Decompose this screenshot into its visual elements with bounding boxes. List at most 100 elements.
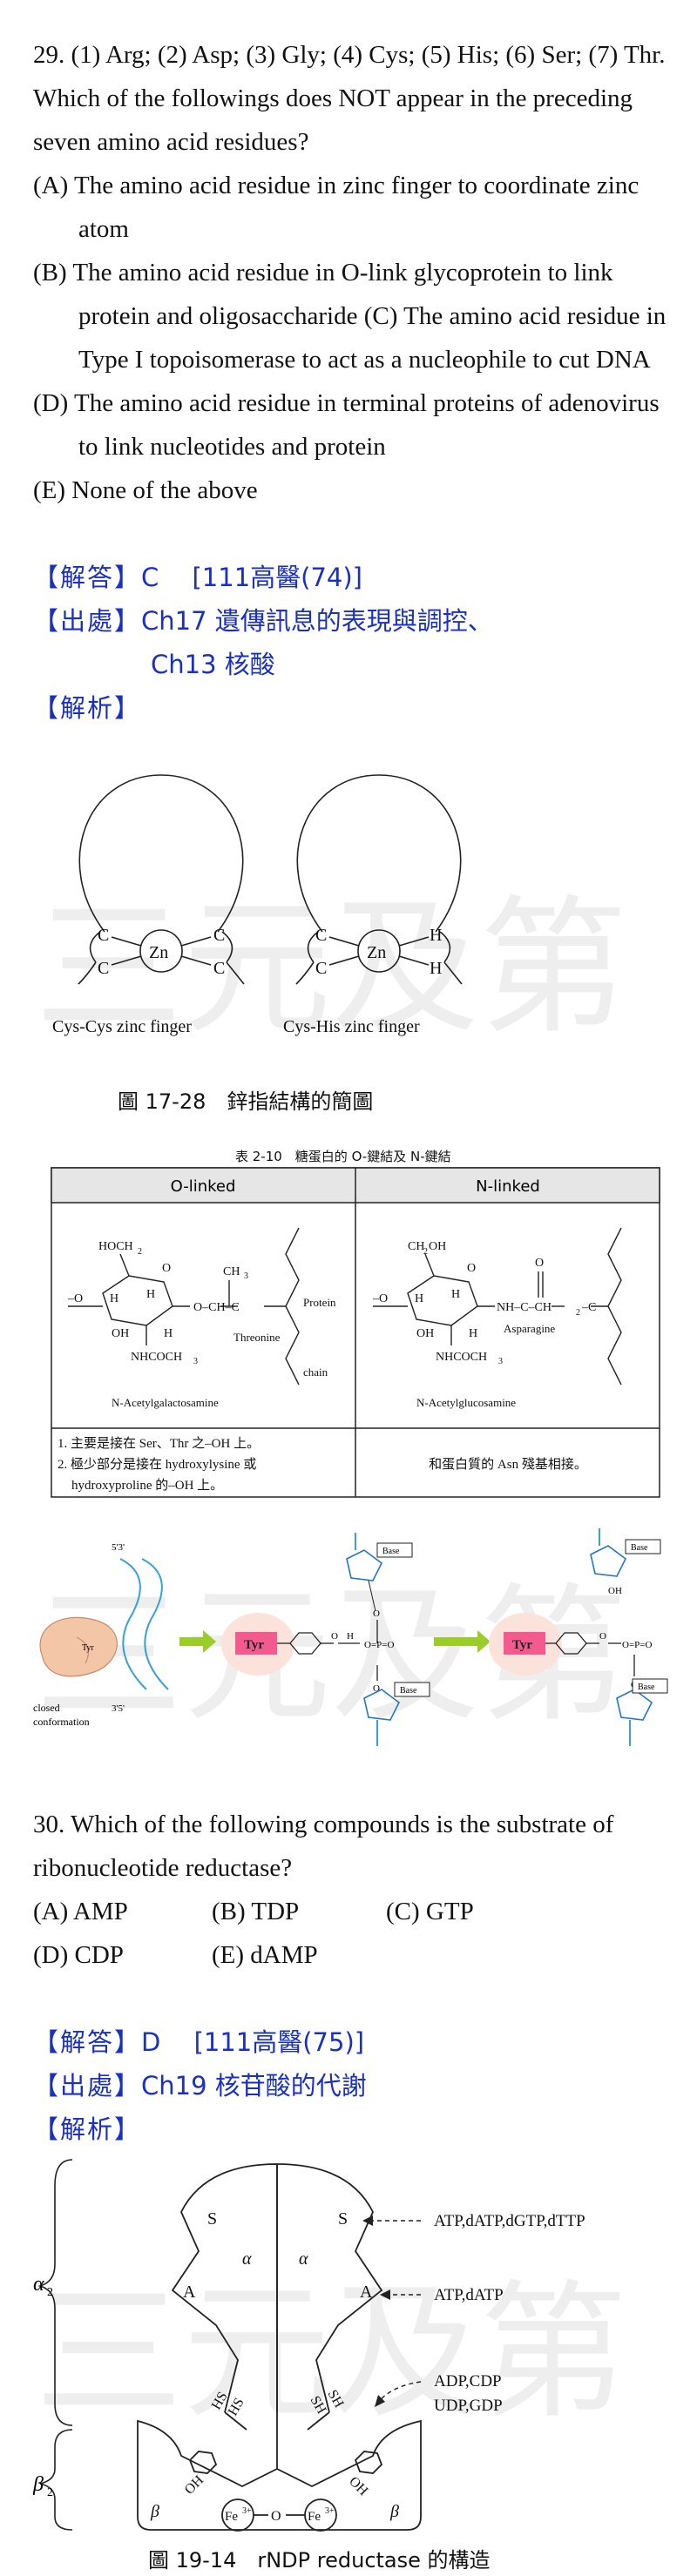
svg-text:H: H — [451, 1288, 460, 1301]
topo-conformation: conformation — [33, 1716, 90, 1728]
svg-text:O=P=O: O=P=O — [622, 1640, 652, 1650]
svg-text:2: 2 — [47, 2486, 53, 2499]
q29-answer-tag: 【解答】 — [33, 563, 142, 592]
q29-option-e: (E) None of the above — [33, 476, 258, 504]
q29-answer: C [111高醫(74)] — [141, 563, 362, 592]
question-30: 30. Which of the following compounds is … — [33, 1803, 669, 1977]
topo-base-3: Base — [631, 1543, 648, 1553]
zinc-c-label: C — [213, 959, 225, 978]
zinc-zn-label: Zn — [149, 943, 168, 962]
n-asparagine: Asparagine — [504, 1322, 555, 1335]
beta-right: β — [389, 2502, 399, 2521]
q30-source-tag: 【出處】 — [33, 2071, 142, 2101]
n-nhcoch3: NHCOCH — [436, 1351, 487, 1364]
q29-option-d: (D) The amino acid residue in terminal p… — [33, 389, 660, 461]
n-sugar-name: N-Acetylglucosamine — [416, 1396, 516, 1409]
svg-text:2: 2 — [138, 1247, 142, 1257]
topo-base-2: Base — [400, 1686, 417, 1696]
fe-right: Fe — [308, 2510, 321, 2524]
svg-text:H: H — [347, 1631, 354, 1642]
o-hoch2: HOCH — [98, 1240, 133, 1253]
substrate-label-1: ADP,CDP — [434, 2372, 502, 2391]
o-ch3: CH — [223, 1265, 240, 1278]
svg-text:3+: 3+ — [325, 2506, 335, 2516]
q30-answer: D [111高醫(75)] — [141, 2027, 365, 2057]
q29-option-a: (A) The amino acid residue in zinc finge… — [33, 172, 639, 243]
zinc-c-label: C — [315, 959, 327, 978]
svg-text:H: H — [415, 1292, 423, 1305]
zinc-h-label: H — [430, 926, 442, 945]
q30-option-d: (D) CDP — [33, 1941, 124, 1969]
q30-option-e: (E) dAMP — [212, 1941, 318, 1969]
watermark-1: 三元及第 — [35, 882, 627, 1054]
topo-tyr-left: Tyr — [244, 1638, 264, 1652]
q29-stem: 29. (1) Arg; (2) Asp; (3) Gly; (4) Cys; … — [33, 41, 666, 156]
zinc-right-caption: Cys-His zinc finger — [283, 1017, 420, 1036]
q30-option-c: (C) GTP — [386, 1898, 474, 1925]
o-protein: Protein — [303, 1296, 336, 1309]
svg-text:3: 3 — [498, 1357, 503, 1366]
svg-text:OH: OH — [112, 1327, 129, 1340]
n-ch2oh: CH — [408, 1240, 424, 1253]
zinc-figure-caption: 圖 17-28 鋅指結構的簡圖 — [118, 1089, 374, 1114]
zinc-h-label: H — [430, 959, 442, 978]
topo-tyr-small: Tyr — [82, 1643, 94, 1653]
q29-source-tag: 【出處】 — [33, 606, 142, 636]
alpha2-label: α — [33, 2273, 44, 2296]
svg-text:O: O — [535, 1257, 544, 1270]
svg-text:–C: –C — [581, 1301, 596, 1314]
table-title: 表 2-10 糖蛋白的 O-鍵結及 N-鍵結 — [235, 1149, 451, 1164]
o-threonine: Threonine — [233, 1331, 281, 1344]
zinc-finger-figure: C C C C Zn C C H H Zn Cys-Cys zinc finge… — [52, 774, 463, 1036]
o-nhcoch3: NHCOCH — [131, 1351, 182, 1364]
col-o-linked: O-linked — [171, 1177, 236, 1196]
o-note-2b: hydroxyproline 的–OH 上。 — [71, 1478, 223, 1493]
n-note: 和蛋白質的 Asn 殘基相接。 — [429, 1456, 587, 1472]
q30-stem: 30. Which of the following compounds is … — [33, 1811, 614, 1882]
q29-source-2: Ch13 核酸 — [151, 650, 275, 679]
zinc-zn-label: Zn — [367, 943, 386, 962]
svg-text:2: 2 — [423, 1247, 428, 1257]
alpha-left: α — [242, 2249, 252, 2269]
topo-35: 3'5' — [112, 1703, 125, 1714]
rndp-reductase-figure: α 2 β 2 S S A A α α β — [33, 2159, 585, 2532]
zinc-c-label: C — [213, 926, 225, 945]
svg-text:O: O — [599, 1631, 606, 1642]
svg-text:H: H — [146, 1288, 155, 1301]
q30-source-1: Ch19 核苷酸的代謝 — [141, 2071, 367, 2101]
q29-source-1: Ch17 遺傳訊息的表現與調控、 — [141, 606, 493, 636]
svg-text:3: 3 — [193, 1357, 198, 1366]
q30-answer-tag: 【解答】 — [33, 2027, 142, 2057]
svg-text:O=P=O: O=P=O — [364, 1640, 394, 1650]
svg-text:–O: –O — [372, 1292, 388, 1305]
q30-option-b: (B) TDP — [212, 1898, 300, 1925]
svg-text:三元及第: 三元及第 — [35, 2267, 627, 2438]
effector-s-label: ATP,dATP,dGTP,dTTP — [434, 2212, 585, 2230]
col-n-linked: N-linked — [476, 1177, 540, 1196]
q30-answer-block: 【解答】D [111高醫(75)] 【出處】Ch19 核苷酸的代謝 【解析】 — [33, 2020, 367, 2151]
q30-options-row-2: (D) CDP (E) dAMP — [33, 1933, 669, 1977]
alpha-right: α — [299, 2249, 308, 2269]
zinc-left-caption: Cys-Cys zinc finger — [52, 1017, 192, 1036]
o-note-1: 1. 主要是接在 Ser、Thr 之–OH 上。 — [58, 1436, 260, 1451]
s-site-left: S — [207, 2209, 217, 2229]
topo-closed: closed — [33, 1702, 60, 1714]
watermark-3: 三元及第 — [35, 2267, 627, 2438]
o-note-2a: 2. 極少部分是接在 hydroxylysine 或 — [58, 1457, 256, 1472]
svg-text:OH: OH — [608, 1586, 622, 1596]
beta2-label: β — [33, 2473, 44, 2496]
svg-text:H: H — [469, 1327, 477, 1340]
beta-left: β — [150, 2502, 159, 2521]
svg-text:2: 2 — [47, 2286, 53, 2299]
topo-base-1: Base — [382, 1547, 400, 1556]
svg-text:三元及第: 三元及第 — [35, 882, 627, 1054]
o-sugar-name: N-Acetylgalactosamine — [112, 1396, 219, 1409]
svg-text:O: O — [467, 1262, 476, 1275]
a-site-left: A — [183, 2283, 196, 2302]
bridge-o: O — [271, 2509, 281, 2524]
svg-text:O: O — [373, 1608, 380, 1619]
svg-text:O: O — [162, 1262, 171, 1275]
o-chain: chain — [303, 1366, 328, 1379]
fe-left: Fe — [225, 2510, 238, 2524]
